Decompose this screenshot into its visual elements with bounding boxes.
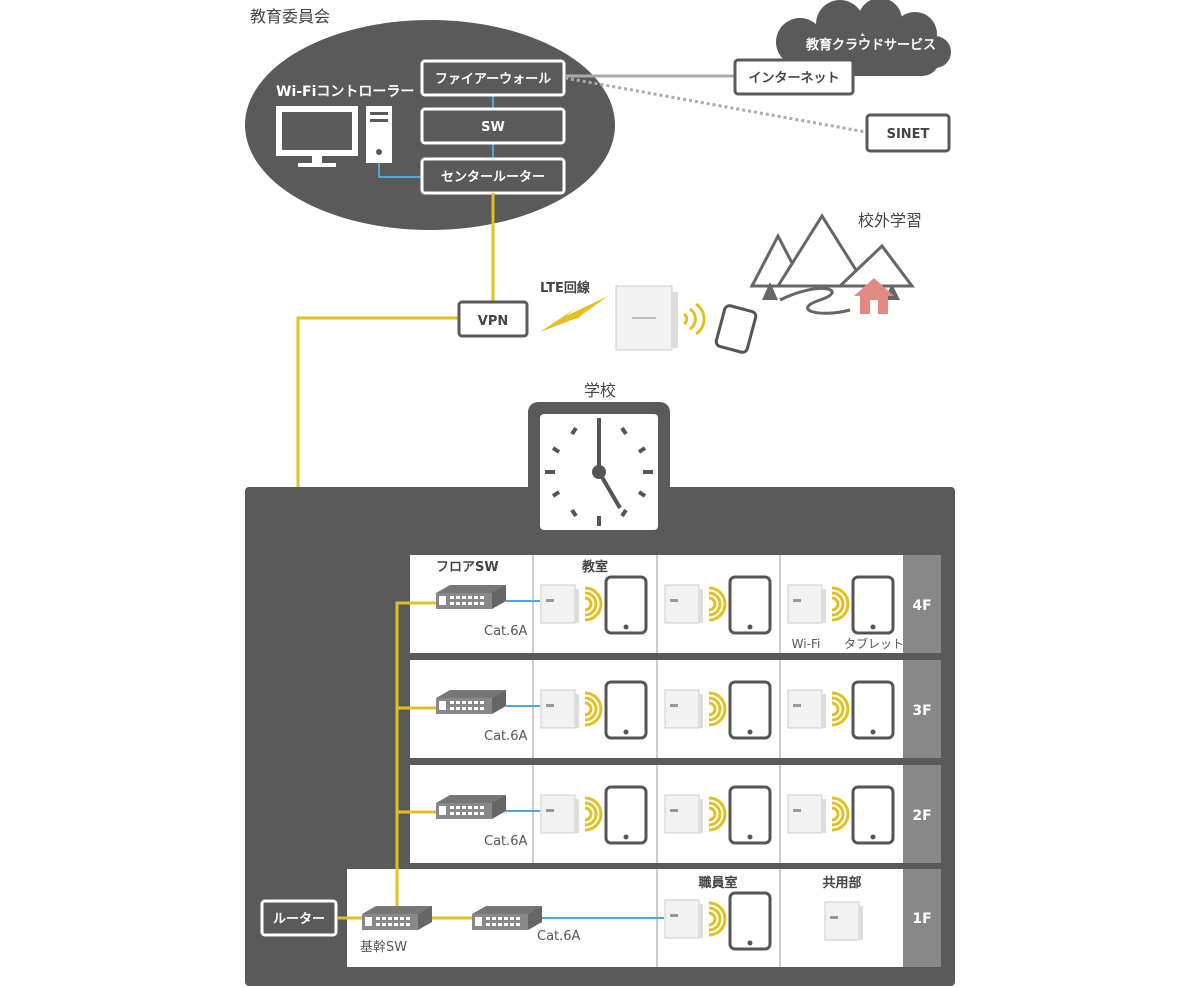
classroom-label: 教室 bbox=[581, 559, 608, 575]
house-icon bbox=[854, 278, 894, 314]
access-point-icon bbox=[664, 584, 703, 624]
tablet-icon bbox=[851, 575, 895, 635]
core-switch-label: 基幹SW bbox=[360, 939, 407, 955]
wifi-signal-icon bbox=[584, 796, 603, 832]
school-router-box: ルーター bbox=[260, 899, 338, 937]
wifi-signal-icon bbox=[831, 796, 850, 832]
wifi-signal-icon bbox=[831, 586, 850, 622]
switch-box: SW bbox=[420, 107, 566, 145]
wifi-label: Wi-Fi bbox=[792, 637, 821, 651]
cloud-label: 教育クラウドサービス bbox=[805, 37, 936, 53]
tablet-icon bbox=[728, 680, 772, 740]
server-tower-icon bbox=[366, 106, 392, 163]
common-area-label: 共用部 bbox=[822, 875, 861, 891]
floor-2f: 2F Cat.6A bbox=[410, 765, 941, 863]
tablet-icon bbox=[728, 575, 772, 635]
staff-access-point-icon bbox=[664, 891, 772, 951]
access-point-icon bbox=[787, 689, 826, 729]
tablet-label: タブレット bbox=[844, 636, 904, 651]
floor-label-1f: 1F bbox=[912, 911, 931, 927]
wifi-signal-icon bbox=[831, 691, 850, 727]
tablet-icon bbox=[604, 785, 648, 845]
controller-label: Wi-Fiコントローラー bbox=[276, 84, 414, 100]
internet-box: インターネット bbox=[733, 58, 855, 96]
access-point-icon bbox=[540, 689, 579, 729]
access-point-icon bbox=[664, 689, 703, 729]
access-point-icon bbox=[540, 584, 579, 624]
switch-label: SW bbox=[481, 120, 505, 135]
board-title: 教育委員会 bbox=[250, 7, 330, 26]
sinet-link-line bbox=[564, 76, 867, 134]
floor-label-3f: 3F bbox=[912, 703, 931, 719]
wifi-signal-icon bbox=[708, 901, 727, 937]
offsite-title: 校外学習 bbox=[858, 211, 922, 230]
controller-link-line bbox=[378, 163, 423, 178]
tablet-icon bbox=[851, 785, 895, 845]
floor-switch-label: フロアSW bbox=[436, 560, 499, 575]
tablet-icon bbox=[714, 304, 758, 354]
tablet-icon bbox=[604, 575, 648, 635]
lightning-icon bbox=[540, 296, 608, 332]
sinet-box: SINET bbox=[865, 113, 951, 153]
lte-router-icon bbox=[615, 285, 678, 351]
wifi-signal-icon bbox=[708, 586, 727, 622]
school-router-label: ルーター bbox=[273, 912, 325, 927]
cable-label-2f: Cat.6A bbox=[484, 834, 528, 849]
cable-label-4f: Cat.6A bbox=[484, 624, 528, 639]
wifi-signal-icon bbox=[682, 302, 706, 336]
center-router-box: センタールーター bbox=[420, 157, 566, 195]
floor-label-4f: 4F bbox=[912, 598, 931, 614]
cable-label-3f: Cat.6A bbox=[484, 729, 528, 744]
access-point-icon bbox=[787, 794, 826, 834]
cable-label-1f: Cat.6A bbox=[537, 929, 581, 944]
wifi-signal-icon bbox=[708, 796, 727, 832]
sinet-label: SINET bbox=[887, 127, 930, 142]
internet-label: インターネット bbox=[748, 71, 839, 86]
clock-icon bbox=[528, 402, 670, 540]
access-point-icon bbox=[540, 794, 579, 834]
firewall-label: ファイアーウォール bbox=[435, 72, 551, 87]
floor-switch-icon bbox=[436, 795, 506, 819]
floor-switch-icon bbox=[436, 690, 506, 714]
floor-switch-1f-icon bbox=[472, 906, 542, 930]
common-access-point-icon bbox=[824, 901, 863, 941]
wifi-signal-icon bbox=[708, 691, 727, 727]
wifi-signal-icon bbox=[584, 586, 603, 622]
floor-switch-icon bbox=[436, 585, 506, 609]
school-title: 学校 bbox=[584, 381, 616, 400]
tablet-icon bbox=[604, 680, 648, 740]
firewall-box: ファイアーウォール bbox=[420, 59, 566, 97]
lte-label: LTE回線 bbox=[540, 280, 591, 296]
vpn-box: VPN bbox=[457, 300, 529, 338]
tablet-icon bbox=[728, 785, 772, 845]
floor-4f: 4F Cat.6A フロアSW 教室 Wi-Fi タブレット bbox=[410, 555, 941, 653]
mountain-icon bbox=[749, 213, 915, 315]
monitor-icon bbox=[276, 106, 358, 167]
vpn-label: VPN bbox=[478, 314, 508, 329]
floor-label-2f: 2F bbox=[912, 808, 931, 824]
tablet-icon bbox=[728, 891, 772, 951]
center-router-label: センタールーター bbox=[441, 170, 545, 185]
floor-3f: 3F Cat.6A bbox=[410, 660, 941, 758]
staff-room-label: 職員室 bbox=[698, 875, 737, 891]
access-point-icon bbox=[664, 794, 703, 834]
trunk-line bbox=[395, 601, 436, 910]
tablet-icon bbox=[851, 680, 895, 740]
access-point-icon bbox=[787, 584, 826, 624]
core-switch-icon bbox=[362, 906, 432, 930]
wifi-signal-icon bbox=[584, 691, 603, 727]
